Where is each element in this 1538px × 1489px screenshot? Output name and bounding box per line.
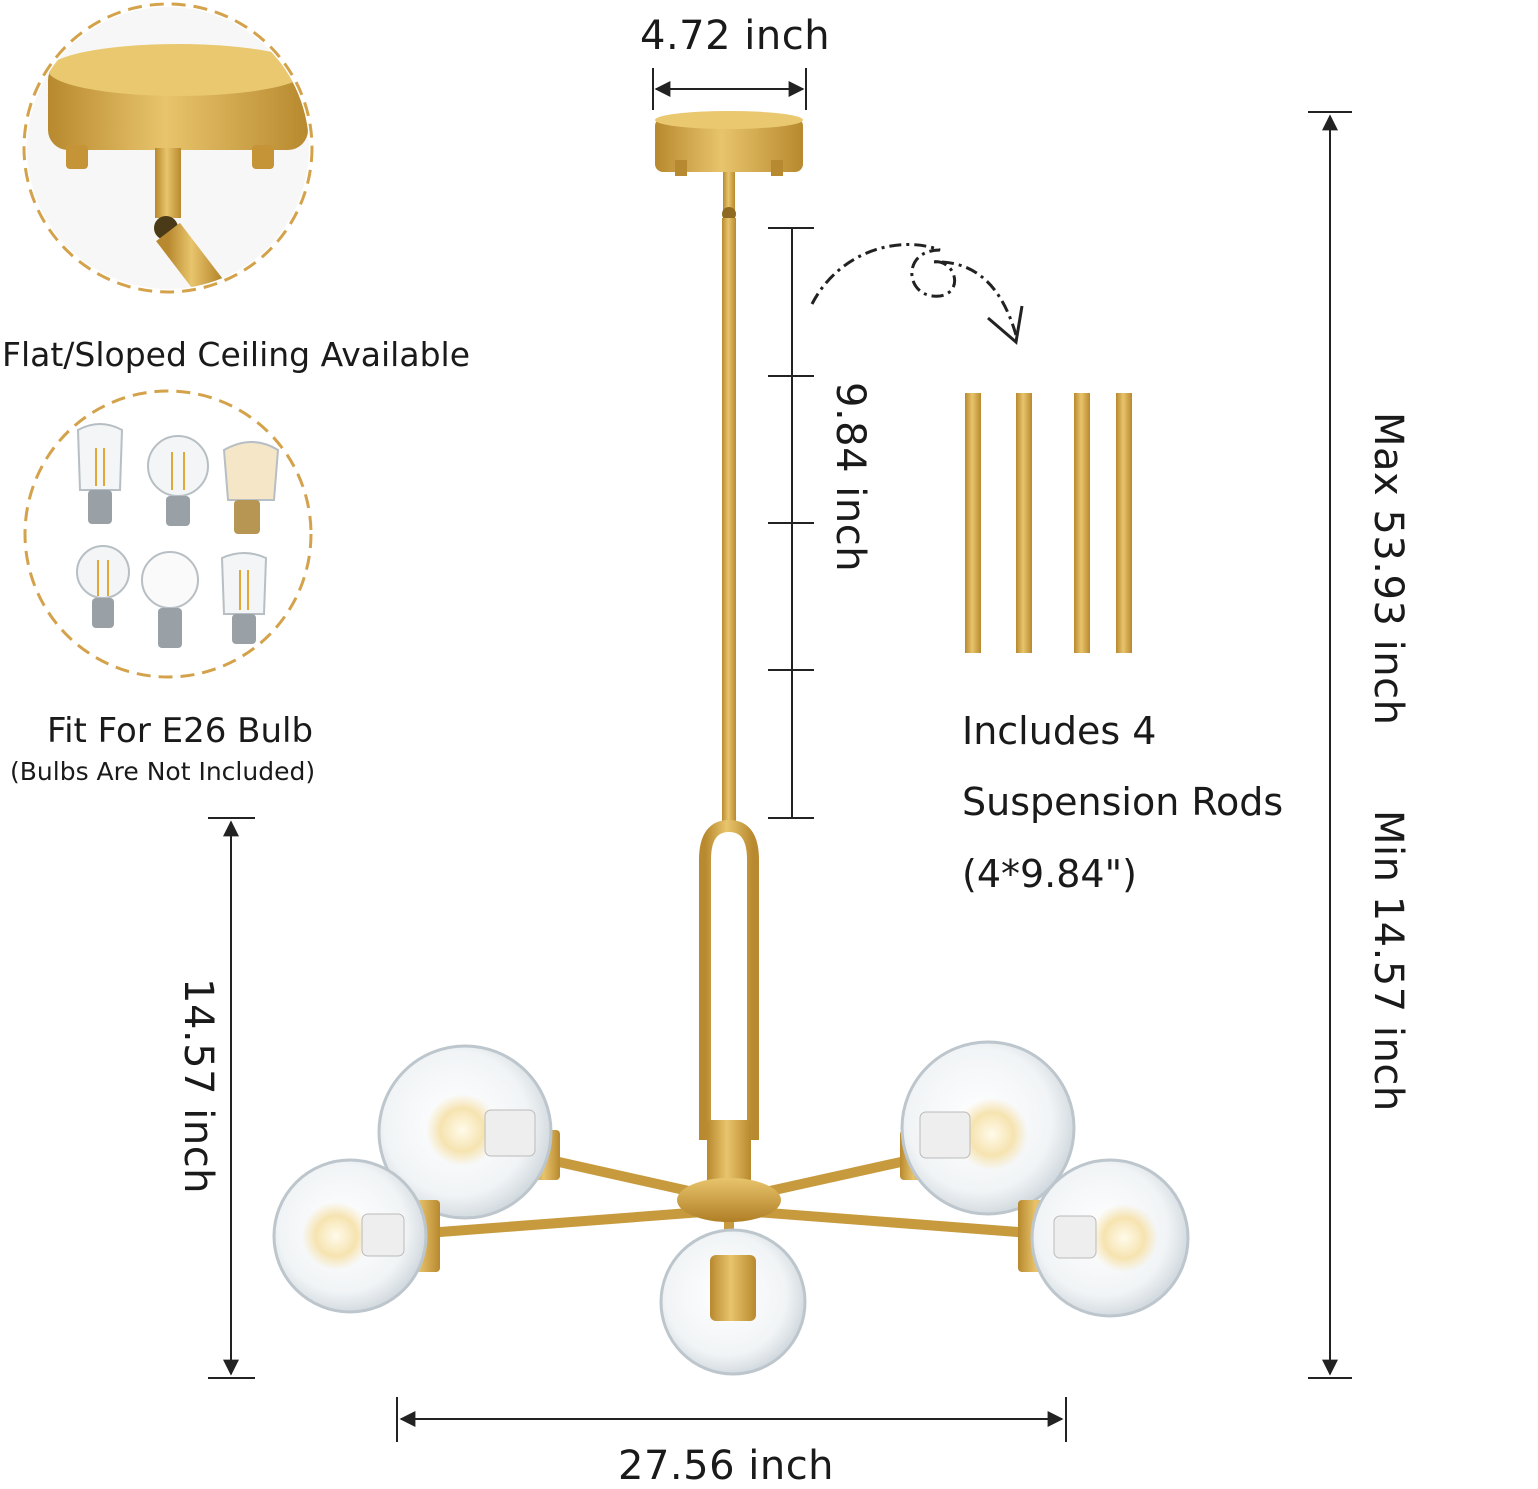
body-height-label: 14.57 inch xyxy=(175,978,221,1195)
bulb-types-icon xyxy=(23,389,313,679)
rods-line3-label: (4*9.84") xyxy=(962,852,1137,896)
rods-line1-label: Includes 4 xyxy=(962,709,1157,753)
canopy-icon xyxy=(655,111,803,221)
rod-length-label: 9.84 inch xyxy=(827,382,873,573)
max-height-label: Max 53.93 inch xyxy=(1365,412,1411,726)
ceiling-feature-label: Flat/Sloped Ceiling Available xyxy=(2,335,470,374)
glass-globe-back-left xyxy=(377,1044,560,1220)
center-hub xyxy=(677,1120,781,1222)
glass-globe-front-left xyxy=(272,1158,440,1314)
suspension-rod-icon xyxy=(965,393,1132,653)
glass-globe-center xyxy=(659,1228,807,1376)
fixture-width-label: 27.56 inch xyxy=(618,1443,835,1489)
canopy-width-label: 4.72 inch xyxy=(640,13,831,59)
curved-arrow-icon xyxy=(810,243,1024,345)
stem-rod xyxy=(722,218,736,824)
canopy-closeup-icon xyxy=(22,2,314,294)
dimension-lines xyxy=(208,68,1352,1442)
chandelier-illustration xyxy=(22,2,1352,1442)
u-loop xyxy=(699,819,759,1140)
glass-globe-back-right xyxy=(900,1040,1076,1216)
glass-globe-front-right xyxy=(1018,1158,1190,1318)
min-height-label: Min 14.57 inch xyxy=(1365,810,1411,1112)
bulb-fit-label: Fit For E26 Bulb xyxy=(47,711,314,751)
bulb-note-label: (Bulbs Are Not Included) xyxy=(10,757,316,786)
rods-line2-label: Suspension Rods xyxy=(962,780,1284,824)
